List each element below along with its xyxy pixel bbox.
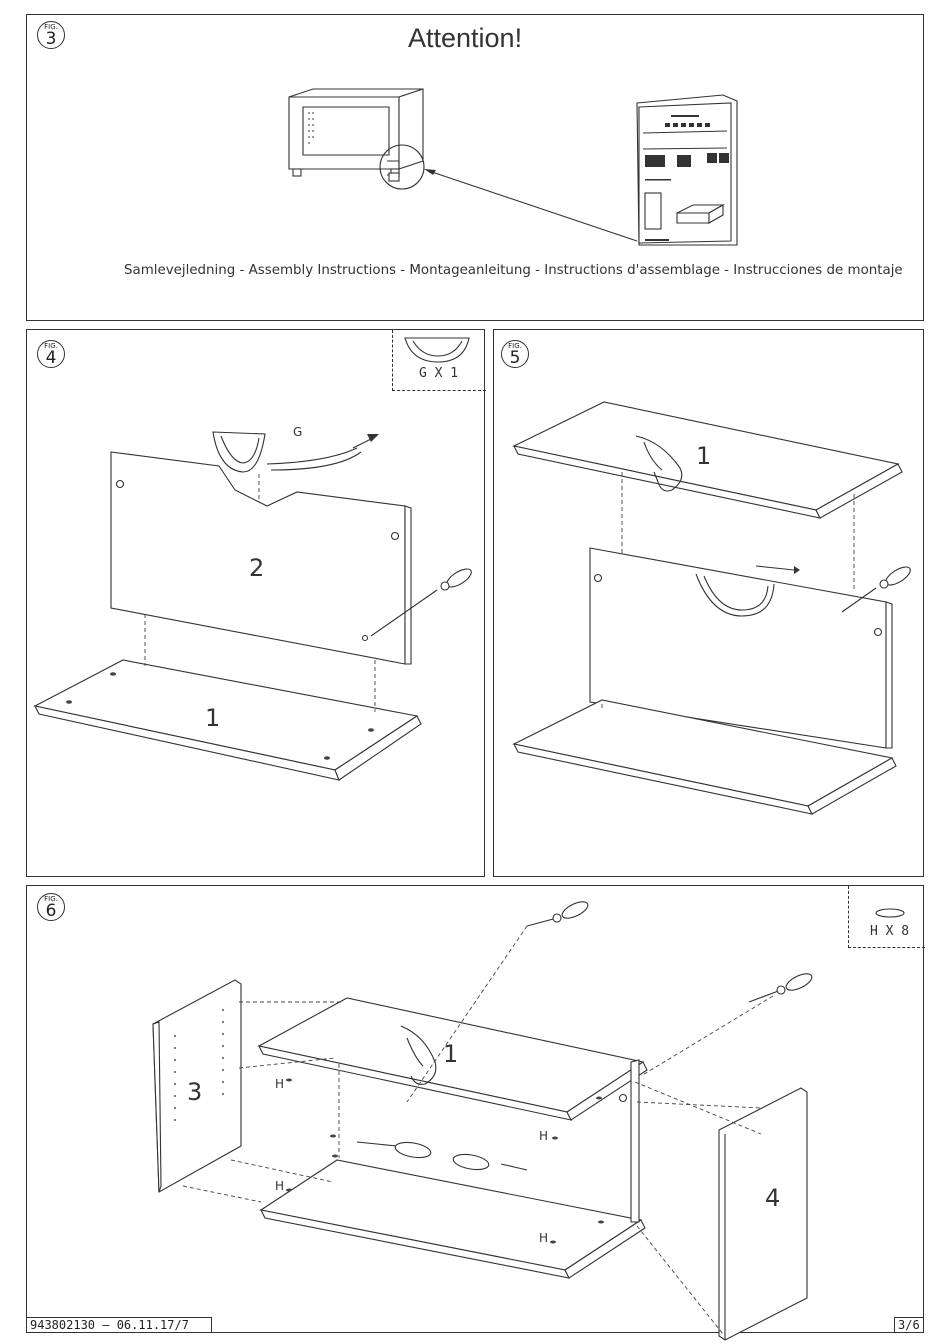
- fitting-tag: H: [275, 1077, 284, 1091]
- fitting-tag: H: [539, 1231, 548, 1245]
- fitting-tag: H: [539, 1129, 548, 1143]
- figure-3-panel: FIG. 3 Attention!: [26, 14, 924, 321]
- figure-5-panel: FIG. 5 1: [493, 329, 924, 877]
- panel-number-1: 1: [443, 1040, 458, 1068]
- figure-6-illustration: 1 3 4 H H H H: [27, 886, 925, 1334]
- figure-6-panel: FIG. 6 H X 8: [26, 885, 924, 1333]
- figure-4-illustration: 2 1 G: [27, 330, 486, 878]
- panel-number-2: 2: [249, 554, 264, 582]
- panel-number-3: 3: [187, 1078, 202, 1106]
- fitting-tag: H: [275, 1179, 284, 1193]
- panel-number-4: 4: [765, 1184, 780, 1212]
- panel-number-1: 1: [205, 704, 220, 732]
- page-number: 3/6: [894, 1317, 924, 1333]
- panel-number-1: 1: [696, 442, 711, 470]
- figure-5-illustration: 1: [494, 330, 925, 878]
- document-code: 943802130 — 06.11.17/7: [26, 1317, 212, 1333]
- instruction-booklet-illustration: [633, 93, 743, 253]
- handle-tag: G: [293, 425, 302, 439]
- languages-line: Samlevejledning - Assembly Instructions …: [124, 263, 903, 278]
- figure-4-panel: FIG. 4 G X 1 2 1: [26, 329, 485, 877]
